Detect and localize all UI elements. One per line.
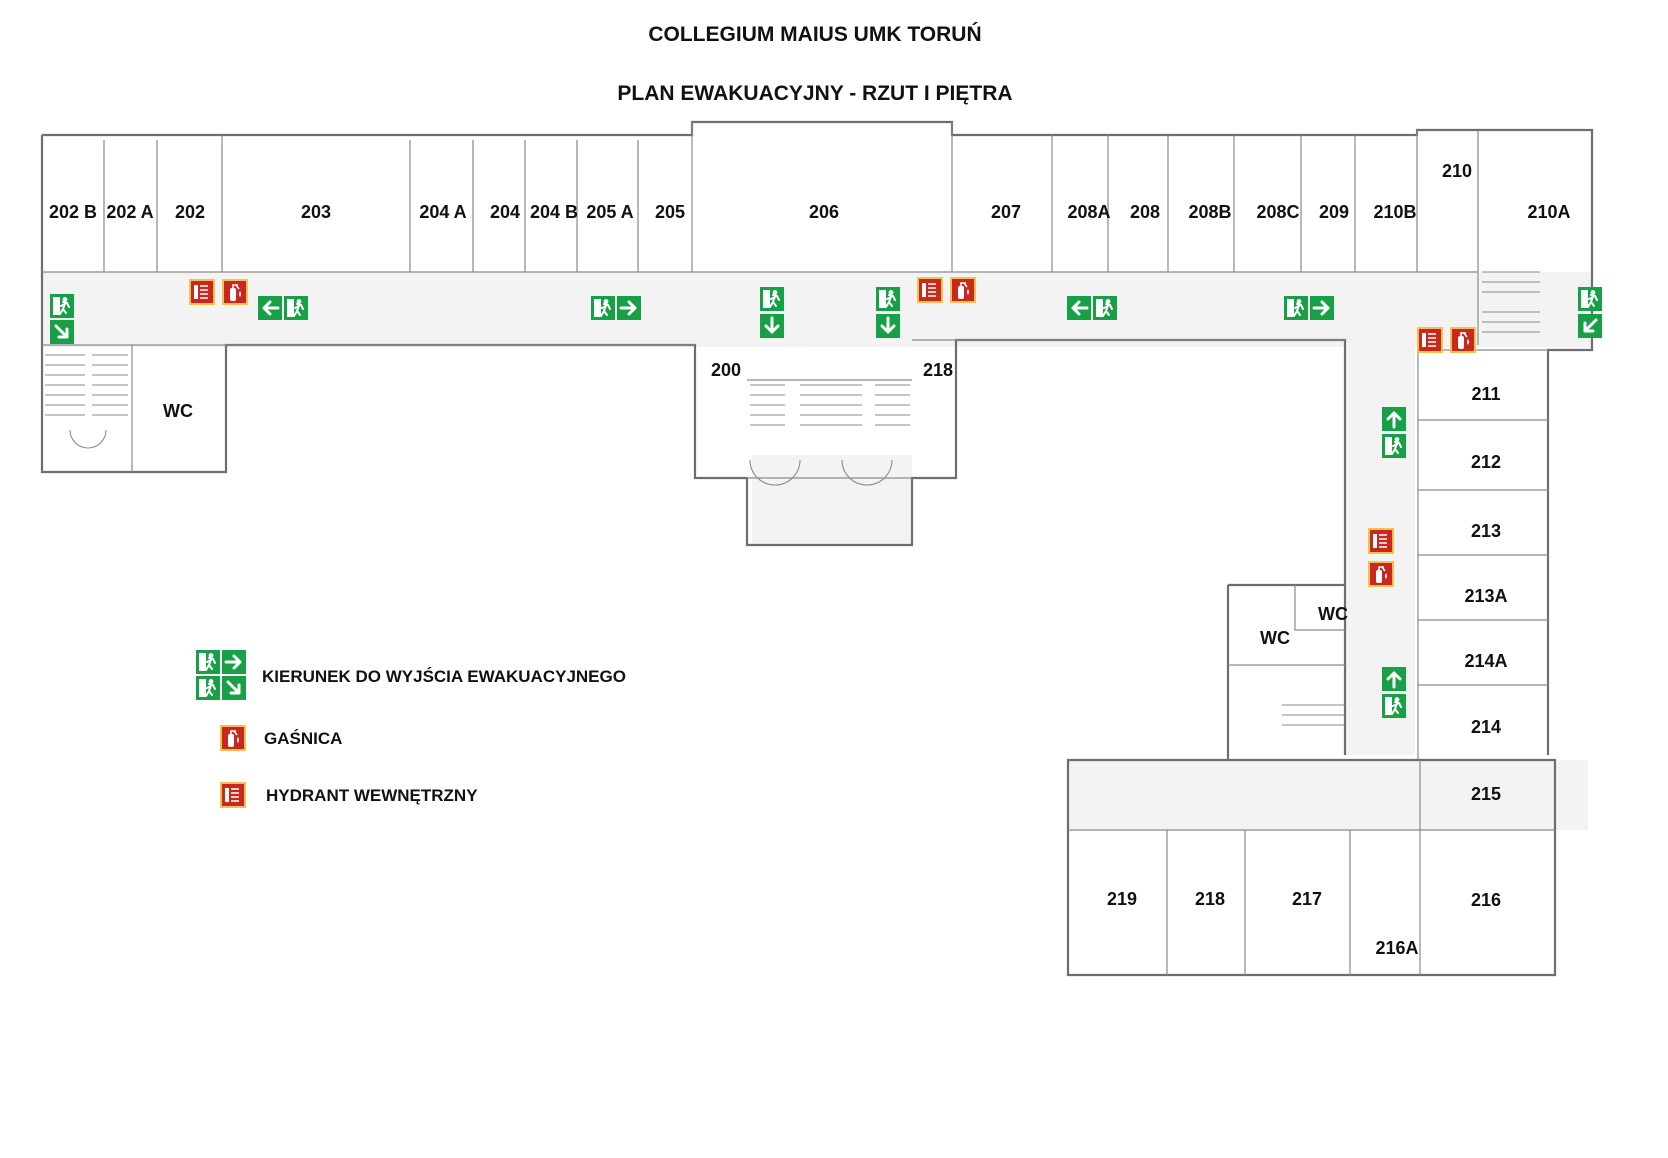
room-202: 202 (175, 202, 205, 222)
arrow-left-icon (256, 294, 284, 322)
room-206: 206 (809, 202, 839, 222)
room-217: 217 (1292, 889, 1322, 909)
running-man-exit-icon (1283, 295, 1309, 321)
room-208b: 208B (1188, 202, 1231, 222)
plan-title: COLLEGIUM MAIUS UMK TORUŃ (648, 23, 981, 46)
room-214: 214 (1471, 717, 1501, 737)
fire-hydrant-hose-icon (1416, 326, 1444, 354)
arrow-down-right-icon (48, 318, 76, 346)
room-203: 203 (301, 202, 331, 222)
arrow-right-icon (220, 648, 248, 676)
running-man-exit-icon (875, 286, 901, 312)
room-210b: 210B (1373, 202, 1416, 222)
room-202a: 202 A (106, 202, 153, 222)
running-man-exit-icon (283, 295, 309, 321)
fire-hydrant-hose-icon (188, 278, 216, 306)
room-208: 208 (1130, 202, 1160, 222)
running-man-exit-icon (759, 286, 785, 312)
legend: KIERUNEK DO WYJŚCIA EWAKUACYJNEGO GAŚNIC… (195, 648, 626, 809)
fire-extinguisher-icon (1367, 560, 1395, 588)
room-wc-south: WC (1260, 628, 1290, 648)
running-man-exit-icon (195, 649, 221, 675)
room-205: 205 (655, 202, 685, 222)
arrow-right-icon (1308, 294, 1336, 322)
fire-hydrant-hose-icon (1367, 527, 1395, 555)
fire-extinguisher-icon (949, 276, 977, 304)
room-213a: 213A (1464, 586, 1507, 606)
running-man-exit-icon (1577, 286, 1603, 312)
fire-hydrant-hose-icon (219, 781, 247, 809)
room-208a: 208A (1067, 202, 1110, 222)
arrow-up-icon (1380, 405, 1408, 433)
room-216a: 216A (1375, 938, 1418, 958)
legend-extinguisher-label: GAŚNICA (264, 729, 342, 748)
room-209: 209 (1319, 202, 1349, 222)
room-216: 216 (1471, 890, 1501, 910)
arrow-down-right-icon (220, 674, 248, 702)
room-202b: 202 B (49, 202, 97, 222)
arrow-right-icon (615, 294, 643, 322)
room-labels: 202 B 202 A 202 203 204 A 204 204 B 205 … (49, 161, 1571, 958)
room-200: 200 (711, 360, 741, 380)
running-man-exit-icon (195, 675, 221, 701)
fire-extinguisher-icon (1449, 326, 1477, 354)
room-210: 210 (1442, 161, 1472, 181)
legend-exit-label: KIERUNEK DO WYJŚCIA EWAKUACYJNEGO (262, 667, 626, 686)
arrow-down-left-icon (1576, 312, 1604, 340)
stairs (45, 271, 1540, 726)
fire-extinguisher-icon (219, 724, 247, 752)
arrow-down-icon (758, 312, 786, 340)
room-wc-small: WC (1318, 604, 1348, 624)
running-man-exit-icon (1381, 693, 1407, 719)
legend-hydrant-label: HYDRANT WEWNĘTRZNY (266, 786, 478, 805)
room-208c: 208C (1256, 202, 1299, 222)
fire-extinguisher-icon (221, 278, 249, 306)
running-man-exit-icon (49, 293, 75, 319)
room-211: 211 (1471, 384, 1500, 404)
running-man-exit-icon (1092, 295, 1118, 321)
room-219: 219 (1107, 889, 1137, 909)
plan-subtitle: PLAN EWAKUACYJNY - RZUT I PIĘTRA (617, 82, 1012, 105)
room-204: 204 (490, 202, 520, 222)
room-218: 218 (1195, 889, 1225, 909)
arrow-up-icon (1380, 665, 1408, 693)
fire-hydrant-hose-icon (916, 276, 944, 304)
room-214a: 214A (1464, 651, 1507, 671)
arrow-left-icon (1065, 294, 1093, 322)
room-218-top: 218 (923, 360, 953, 380)
arrow-down-icon (874, 312, 902, 340)
room-wc-west: WC (163, 401, 193, 421)
running-man-exit-icon (590, 295, 616, 321)
room-215: 215 (1471, 784, 1501, 804)
room-204a: 204 A (419, 202, 466, 222)
running-man-exit-icon (1381, 433, 1407, 459)
room-205a: 205 A (586, 202, 633, 222)
room-212: 212 (1471, 452, 1501, 472)
room-204b: 204 B (530, 202, 578, 222)
building-walls (40, 120, 1594, 977)
room-210a: 210A (1527, 202, 1570, 222)
room-207: 207 (991, 202, 1021, 222)
room-213: 213 (1471, 521, 1501, 541)
